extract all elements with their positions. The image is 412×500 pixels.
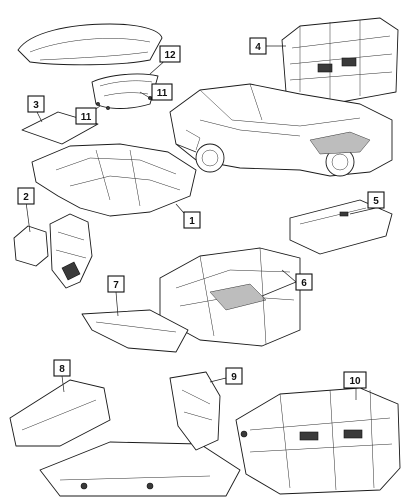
callout-6-label: 6: [301, 278, 307, 289]
callout-10: 10: [343, 371, 367, 389]
rear-panel-part: [281, 17, 399, 105]
callout-4: 4: [249, 37, 267, 55]
leader-lines: [25, 45, 377, 400]
callout-2: 2: [17, 187, 35, 205]
callout-10-label: 10: [349, 376, 361, 387]
callout-12-label: 12: [164, 50, 176, 61]
callout-11-lower: 11: [75, 107, 97, 125]
callout-4-label: 4: [255, 42, 261, 53]
trunk-lid-part: [17, 23, 163, 66]
rear-sill-part: [81, 309, 189, 353]
callout-9-label: 9: [231, 372, 237, 383]
side-trim-part: [13, 213, 93, 289]
floor-carpet-part: [31, 143, 197, 217]
callout-11-lower-label: 11: [81, 112, 92, 123]
callout-8: 8: [53, 359, 71, 377]
callout-6: 6: [295, 273, 313, 291]
callout-3: 3: [27, 95, 45, 113]
callout-9: 9: [225, 367, 243, 385]
cargo-mat-part: [289, 199, 393, 255]
callout-3-label: 3: [33, 100, 39, 111]
callout-1: 1: [183, 211, 201, 229]
callout-7-label: 7: [113, 280, 119, 291]
rear-underbody-part: [235, 387, 401, 495]
callout-2-label: 2: [23, 192, 29, 203]
callout-8-label: 8: [59, 364, 65, 375]
trunk-lid-liner-part: [91, 73, 159, 110]
callout-11-upper: 11: [151, 83, 173, 101]
convertible-body-part: [169, 83, 393, 177]
callout-12: 12: [159, 45, 181, 63]
quarter-trim-part: [9, 379, 241, 497]
callout-7: 7: [107, 275, 125, 293]
callout-5-label: 5: [373, 196, 379, 207]
callout-11-upper-label: 11: [157, 88, 168, 99]
wheelhouse-liner-part: [169, 371, 221, 451]
callout-1-label: 1: [189, 216, 195, 227]
callout-5: 5: [367, 191, 385, 209]
